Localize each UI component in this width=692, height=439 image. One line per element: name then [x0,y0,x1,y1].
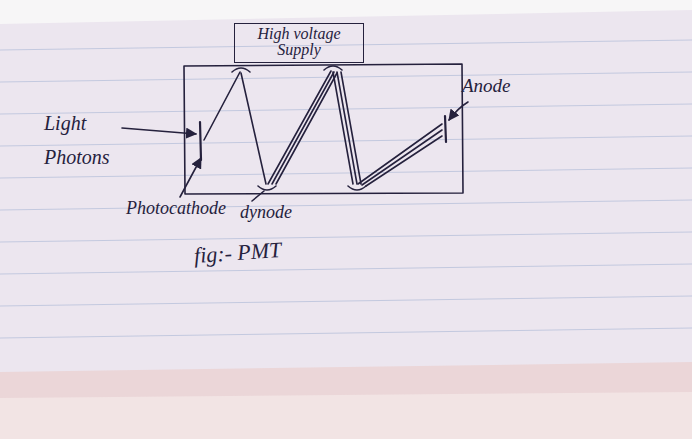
paper-bottom [0,392,692,439]
part-label: Anode [462,74,532,98]
part-label: Photocathode [126,197,236,219]
anode-plate [445,116,446,142]
node-text: High voltage Supply [239,26,359,58]
electron-path [204,72,240,140]
dynode [348,186,366,190]
dynode [258,186,276,190]
dynode [232,68,250,72]
paper-top-edge [0,0,692,24]
photon-arrow [122,128,196,134]
electron-paths [268,71,442,186]
leader-line [449,102,468,120]
part-label: Light Photons [44,106,126,174]
electron-path [241,73,266,184]
dynode [324,66,342,70]
ruled-lines [0,40,692,338]
leader-line [180,158,201,197]
tube-envelope [184,64,463,194]
photocathode [200,122,201,160]
part-label: dynode [240,201,310,223]
paper-fold [0,362,692,439]
leader-line [252,191,264,201]
supply-box: High voltage Supply [234,23,364,63]
